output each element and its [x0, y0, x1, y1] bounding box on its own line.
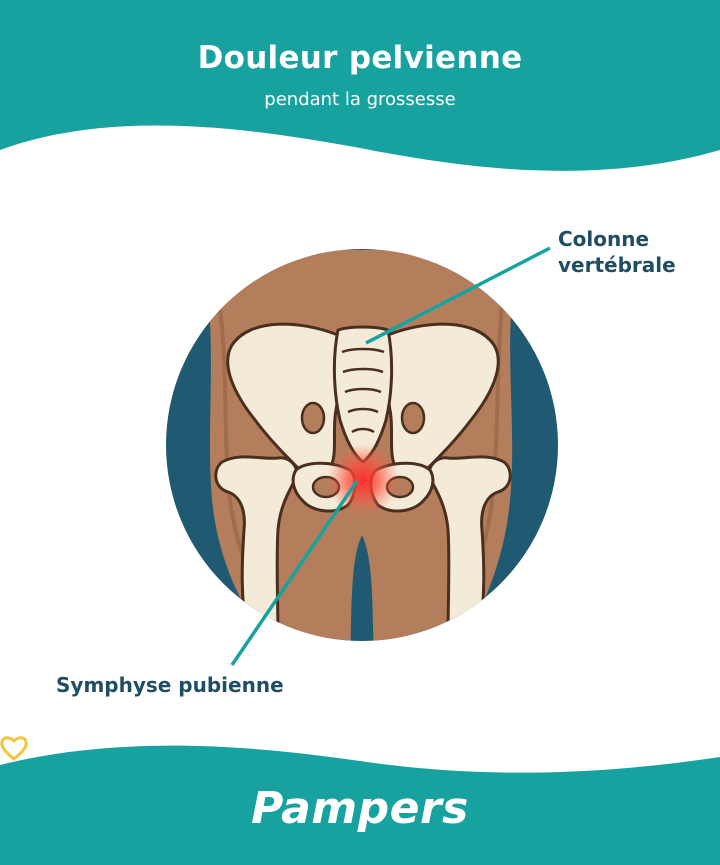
spine-callout-line — [365, 246, 551, 345]
page-title: Douleur pelvienne — [197, 40, 523, 76]
header-banner: Douleur pelvienne pendant la grossesse — [0, 0, 720, 180]
footer-wave — [0, 745, 720, 865]
pampers-logo: Pampers — [251, 783, 469, 834]
left-femur — [214, 455, 299, 641]
pubis-callout-line — [230, 480, 359, 666]
iliac-holes — [300, 401, 426, 499]
page-subtitle: pendant la grossesse — [264, 89, 456, 110]
label-symphyse-pubienne: Symphyse pubienne — [56, 673, 284, 697]
label-spine-line2: vertébrale — [558, 253, 676, 277]
label-spine-line1: Colonne — [558, 227, 650, 251]
vertebra-segments — [341, 347, 385, 434]
pampers-heart-icon — [0, 736, 28, 761]
label-colonne-vertebrale: Colonne vertébrale — [558, 226, 676, 278]
right-femur — [427, 455, 512, 641]
header-wave — [0, 0, 720, 171]
footer-banner: Pampers — [0, 735, 720, 865]
pain-glow — [327, 444, 399, 516]
